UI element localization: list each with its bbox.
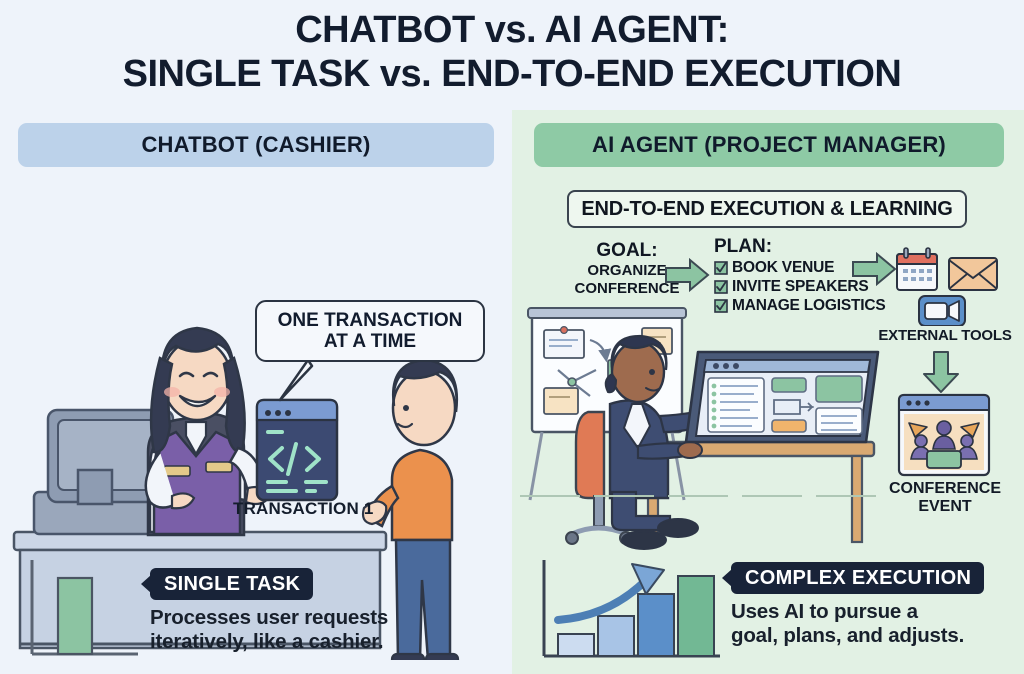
plan-item-label: MANAGE LOGISTICS: [732, 297, 886, 314]
single-task-badge-label: SINGLE TASK: [164, 572, 301, 595]
plan-title: PLAN:: [714, 236, 773, 257]
conference-event-thumbnail: [897, 393, 991, 477]
external-tools-icons: [896, 247, 998, 326]
complex-execution-chart: [542, 560, 720, 658]
plan-item-label: BOOK VENUE: [732, 259, 835, 276]
ai-agent-panel-header: AI AGENT (PROJECT MANAGER): [534, 123, 1004, 167]
plan-block: PLAN: BOOK VENUE INVITE SPEAKERS MANAGE …: [714, 236, 886, 316]
ai-agent-caption-line-2: goal, plans, and adjusts.: [731, 623, 965, 647]
conference-event-label-line-2: EVENT: [918, 497, 972, 515]
goal-line-1: ORGANIZE: [587, 262, 667, 279]
video-camera-icon: [918, 295, 966, 326]
chatbot-caption: Processes user requests iteratively, lik…: [150, 606, 388, 653]
transaction-label: TRANSACTION 1: [233, 499, 374, 518]
trend-arrow-line: [554, 576, 650, 624]
bar-1: [56, 576, 94, 656]
page-title: CHATBOT vs. AI AGENT: SINGLE TASK vs. EN…: [0, 8, 1024, 97]
bar-2: [597, 615, 635, 657]
chatbot-caption-line-1: Processes user requests: [150, 606, 389, 629]
plan-item: BOOK VENUE: [714, 259, 886, 277]
goal-block: GOAL: ORGANIZE CONFERENCE: [562, 240, 692, 298]
conference-event-label-line-1: CONFERENCE: [888, 480, 1001, 497]
plan-to-tools-arrow-icon: [852, 252, 897, 286]
chatbot-summary: SINGLE TASK Processes user requests iter…: [0, 550, 512, 674]
speech-bubble-tail: [278, 360, 314, 402]
complex-execution-badge: COMPLEX EXECUTION: [721, 562, 985, 594]
ai-agent-panel-header-label: AI AGENT (PROJECT MANAGER): [592, 132, 946, 157]
plan-item: MANAGE LOGISTICS: [714, 297, 886, 315]
chatbot-panel: CHATBOT (CASHIER): [0, 110, 512, 674]
ai-agent-caption-line-1: Uses AI to pursue a: [731, 600, 918, 623]
tools-to-outcome-arrow-icon: [923, 351, 959, 393]
single-task-badge: SINGLE TASK: [140, 568, 314, 600]
checkbox-checked-icon: [714, 261, 728, 275]
goal-line-2: CONFERENCE: [574, 280, 680, 297]
single-task-chart: [30, 560, 138, 656]
checkbox-checked-icon: [714, 299, 728, 313]
title-line-2: SINGLE TASK vs. END-TO-END EXECUTION: [122, 53, 902, 96]
goal-to-plan-arrow-icon: [665, 258, 710, 292]
speech-bubble: ONE TRANSACTION AT A TIME: [255, 300, 485, 362]
chatbot-panel-header-label: CHATBOT (CASHIER): [141, 132, 371, 157]
end-to-end-subtitle-box: END-TO-END EXECUTION & LEARNING: [567, 190, 967, 228]
plan-item-label: INVITE SPEAKERS: [732, 278, 869, 295]
chatbot-caption-line-2: iteratively, like a cashier.: [150, 629, 384, 653]
plan-item: INVITE SPEAKERS: [714, 278, 886, 296]
end-to-end-subtitle-label: END-TO-END EXECUTION & LEARNING: [581, 197, 953, 220]
envelope-icon: [948, 257, 998, 291]
speech-bubble-line-2: AT A TIME: [323, 331, 417, 352]
ai-agent-summary: COMPLEX EXECUTION Uses AI to pursue a go…: [512, 550, 1024, 674]
conference-event-label: CONFERENCE EVENT: [866, 480, 1024, 516]
title-line-1: CHATBOT vs. AI AGENT:: [295, 9, 729, 51]
bar-4: [677, 575, 715, 657]
bar-3: [637, 593, 675, 657]
checkbox-checked-icon: [714, 280, 728, 294]
speech-bubble-line-1: ONE TRANSACTION: [277, 309, 463, 331]
trend-arrow-head: [631, 563, 665, 595]
ai-agent-caption: Uses AI to pursue a goal, plans, and adj…: [731, 600, 964, 647]
goal-title: GOAL:: [596, 240, 658, 261]
bar-1: [557, 633, 595, 657]
project-manager-illustration: [520, 307, 890, 550]
complex-execution-badge-label: COMPLEX EXECUTION: [745, 566, 972, 589]
calendar-icon: [896, 247, 938, 291]
external-tools-label: EXTERNAL TOOLS: [878, 327, 1012, 344]
chatbot-panel-header: CHATBOT (CASHIER): [18, 123, 494, 167]
